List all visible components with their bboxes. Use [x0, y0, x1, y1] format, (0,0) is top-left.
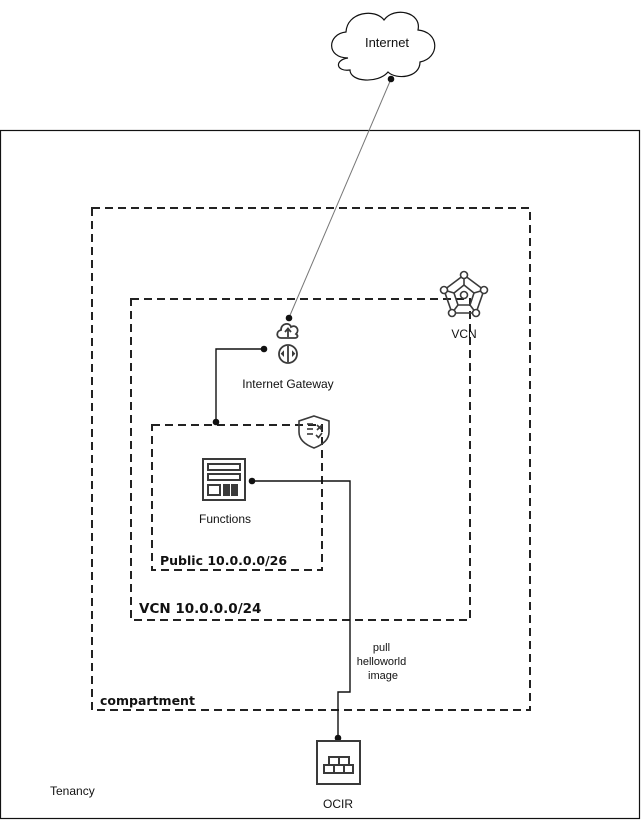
compartment-label: compartment — [100, 693, 195, 708]
tenancy-container — [0, 129, 641, 820]
subnet-label: Public 10.0.0.0/26 — [160, 553, 287, 568]
vcn-container-label: VCN 10.0.0.0/24 — [139, 601, 261, 617]
internet-gateway-label: Internet Gateway — [242, 377, 333, 391]
vcn-container — [130, 298, 471, 621]
edge-label-line: pull — [373, 642, 390, 654]
functions-label: Functions — [199, 512, 251, 526]
edge-end-dot — [334, 734, 342, 742]
edge-internet-gateway — [287, 78, 392, 321]
functions-icon — [202, 458, 246, 501]
ocir-label: OCIR — [323, 797, 353, 811]
ocir-registry-icon — [316, 740, 361, 785]
internet-label: Internet — [365, 35, 409, 50]
edge-end-dot — [260, 345, 268, 353]
subnet-container — [151, 424, 323, 571]
edge-gateway-functions — [215, 348, 262, 420]
tenancy-label: Tenancy — [50, 784, 95, 798]
edge-label-line: helloworld — [357, 656, 407, 668]
edge-functions-ocir — [252, 480, 351, 736]
edge-label-bg — [353, 639, 413, 683]
edge-end-dot — [387, 75, 395, 83]
edge-end-dot — [285, 314, 293, 322]
compartment-container — [91, 207, 531, 711]
security-list-shield-icon — [298, 415, 330, 449]
vcn-network-icon — [439, 270, 489, 318]
edge-end-dot — [248, 477, 256, 485]
vcn-icon-label: VCN — [451, 327, 476, 341]
edge-label-line: image — [368, 670, 398, 682]
internet-gateway-icon — [276, 323, 299, 364]
edge-end-dot — [212, 418, 220, 426]
internet-cloud — [331, 11, 436, 81]
edge-label-pull: pull helloworld image — [357, 642, 410, 682]
